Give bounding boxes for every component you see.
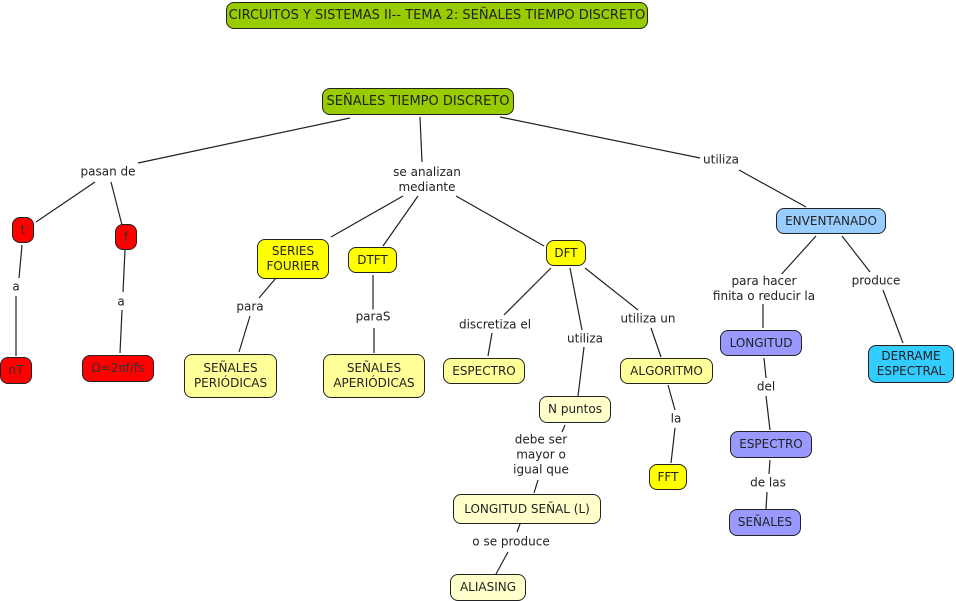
link-de-las: de las — [749, 475, 787, 491]
edge — [137, 117, 351, 164]
node-omega[interactable]: Ω=2πf/fs — [82, 355, 154, 382]
edge — [110, 181, 123, 226]
edge — [533, 479, 539, 494]
node-longitud-senal[interactable]: LONGITUD SEÑAL (L) — [453, 494, 601, 524]
edge — [841, 235, 871, 273]
link-se-analizan-mediante: se analizan mediante — [392, 165, 462, 195]
edge — [763, 357, 767, 379]
edge — [561, 424, 566, 433]
node-series-fourier[interactable]: SERIES FOURIER — [257, 239, 329, 279]
edge — [882, 289, 904, 344]
edge — [577, 346, 585, 397]
link-pasan-de: pasan de — [79, 164, 137, 180]
node-espectro-ventana[interactable]: ESPECTRO — [730, 431, 812, 458]
link-o-se-produce: o se produce — [471, 534, 551, 550]
edge — [499, 116, 701, 159]
edge — [238, 315, 251, 353]
node-t[interactable]: t — [12, 217, 34, 243]
node-dtft[interactable]: DTFT — [348, 247, 397, 273]
map-title: CIRCUITOS Y SISTEMAS II-- TEMA 2: SEÑALE… — [226, 2, 648, 29]
node-dft[interactable]: DFT — [546, 240, 586, 266]
node-espectro-dft[interactable]: ESPECTRO — [443, 358, 525, 384]
link-a-t: a — [11, 279, 21, 295]
edge — [768, 459, 771, 475]
link-a-f: a — [116, 294, 126, 310]
link-utiliza-root: utiliza — [702, 152, 740, 168]
node-f[interactable]: f — [115, 224, 137, 250]
edge — [516, 523, 521, 533]
link-produce: produce — [850, 273, 902, 289]
node-derrame-espectral[interactable]: DERRAME ESPECTRAL — [868, 345, 954, 383]
edge — [765, 491, 768, 510]
link-del: del — [755, 379, 777, 395]
edge — [258, 277, 277, 299]
edge — [778, 235, 817, 278]
edge — [382, 195, 419, 247]
edge — [569, 267, 583, 331]
edge — [455, 195, 545, 247]
edge — [487, 332, 493, 357]
edge — [670, 427, 676, 464]
link-utiliza-un: utiliza un — [619, 311, 677, 327]
node-senales[interactable]: SEÑALES — [729, 509, 801, 536]
link-paras: paraS — [354, 309, 392, 325]
node-nT[interactable]: nT — [0, 357, 32, 384]
edge — [667, 384, 676, 411]
link-discretiza-el: discretiza el — [457, 317, 533, 333]
link-para: para — [235, 299, 265, 315]
node-senales-tiempo-discreto[interactable]: SEÑALES TIEMPO DISCRETO — [322, 88, 514, 115]
node-enventanado[interactable]: ENVENTANADO — [776, 208, 886, 234]
edge — [584, 267, 639, 311]
link-debe-ser-mayor-o-igual-que: debe ser mayor o igual que — [512, 432, 570, 478]
edge — [35, 181, 96, 223]
node-aliasing[interactable]: ALIASING — [450, 574, 526, 601]
edge — [119, 309, 123, 354]
edge — [419, 116, 423, 163]
link-para-hacer-finita: para hacer finita o reducir la — [711, 274, 817, 304]
node-n-puntos[interactable]: N puntos — [539, 396, 611, 423]
node-senales-aperiodicas[interactable]: SEÑALES APERIÓDICAS — [323, 354, 425, 398]
node-longitud[interactable]: LONGITUD — [720, 330, 802, 356]
link-la: la — [669, 411, 683, 427]
edge — [503, 267, 552, 316]
edge — [765, 395, 771, 431]
link-utiliza-dft: utiliza — [566, 331, 604, 347]
edge — [495, 551, 509, 575]
edge — [738, 169, 807, 208]
edge — [650, 327, 662, 358]
edge — [122, 249, 126, 293]
node-algoritmo[interactable]: ALGORITMO — [620, 358, 713, 384]
edge — [18, 244, 23, 279]
edge — [330, 195, 404, 238]
node-senales-periodicas[interactable]: SEÑALES PERIÓDICAS — [184, 354, 277, 398]
node-fft[interactable]: FFT — [649, 464, 687, 490]
